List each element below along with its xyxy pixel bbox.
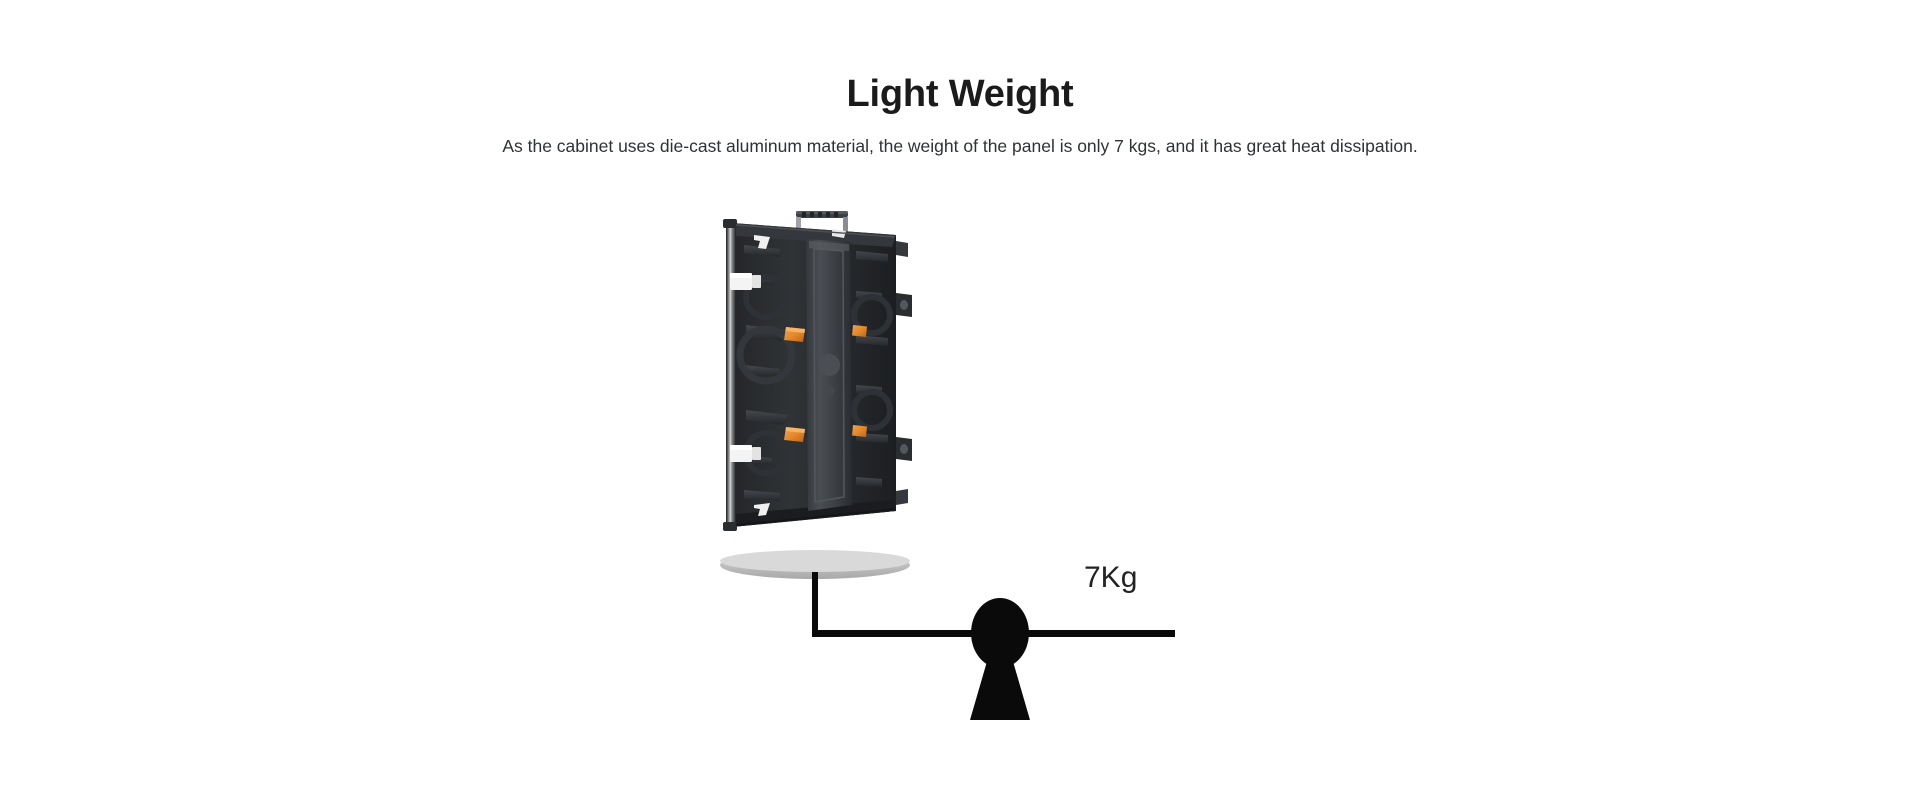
cabinet-left-rail xyxy=(723,219,737,531)
heading-block: Light Weight As the cabinet uses die-cas… xyxy=(0,70,1920,158)
cabinet-center-module xyxy=(806,239,852,511)
page-title: Light Weight xyxy=(846,73,1074,115)
page-subtitle: As the cabinet uses die-cast aluminum ma… xyxy=(502,136,1418,156)
scale-fulcrum-base xyxy=(970,658,1030,720)
cabinet-connector-block xyxy=(730,273,761,462)
cabinet-ribs-right xyxy=(851,251,893,487)
weight-label: 7Kg xyxy=(1084,561,1138,594)
scale-fulcrum-ball xyxy=(971,598,1029,668)
balance-scale xyxy=(700,540,1220,740)
cabinet-mount-ear xyxy=(896,241,912,505)
scale-post xyxy=(812,572,818,634)
cabinet-corner-hook xyxy=(754,229,846,516)
led-cabinet-image xyxy=(710,205,925,545)
cabinet-latch-orange xyxy=(784,325,867,442)
